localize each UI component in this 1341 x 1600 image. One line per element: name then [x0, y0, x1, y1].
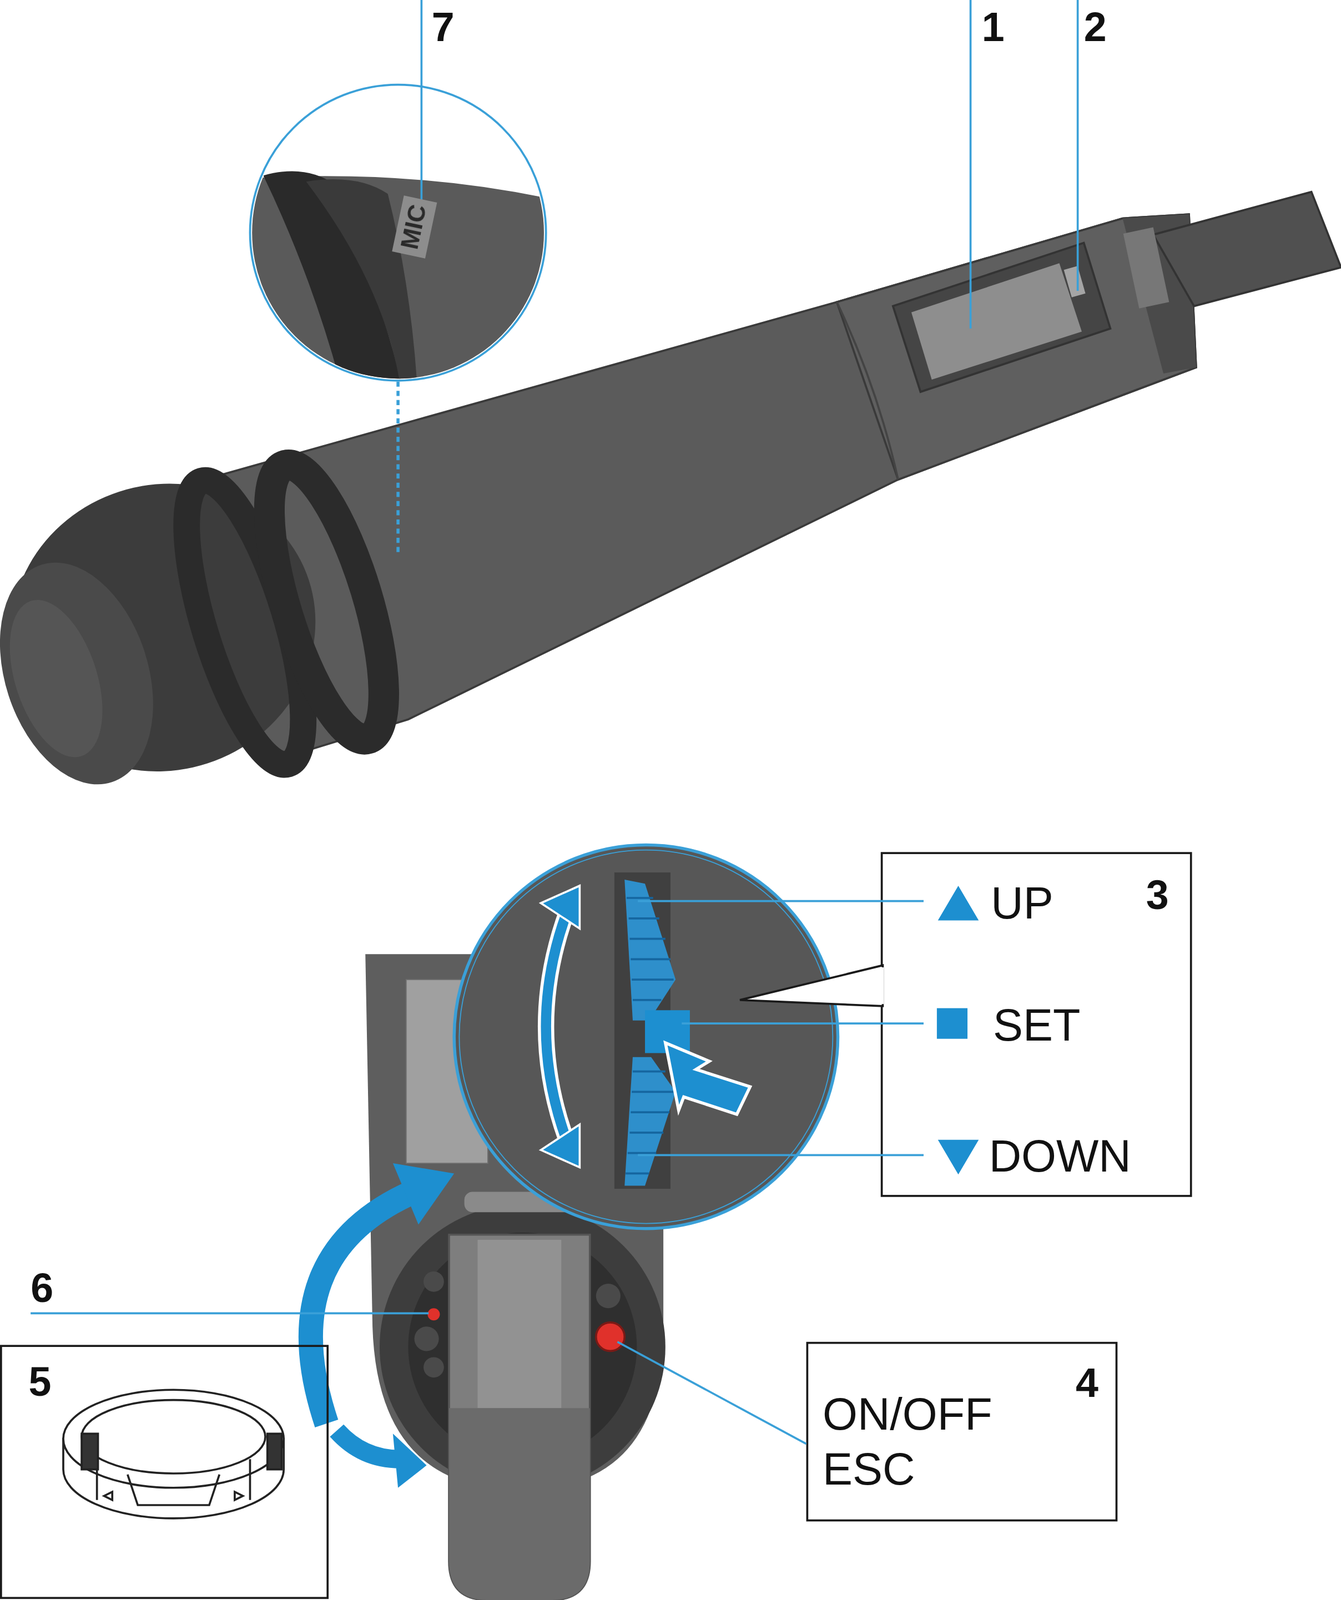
button-label: UP [990, 876, 1053, 931]
detail-inset-part-part [624, 879, 676, 1021]
leader-line-part [969, 0, 972, 329]
microphone-bottom-view-part [596, 1283, 621, 1309]
button-symbol-part [938, 1140, 980, 1176]
detail-inset-part-part-part [631, 978, 674, 981]
retaining-ring-part [97, 1459, 251, 1506]
microphone-head-part [245, 453, 408, 751]
detail-inset-part [459, 850, 833, 1224]
callout-number: 1 [981, 2, 1005, 52]
detail-inset-part [396, 381, 400, 557]
detail-inset-part [244, 170, 552, 408]
leader-line-part [637, 1154, 924, 1157]
microphone-body-part [1153, 192, 1341, 307]
microphone-head [0, 444, 408, 811]
microphone-bottom-view-part [423, 1271, 445, 1293]
button-label: DOWN [989, 1129, 1132, 1184]
rotate-arrow-part [336, 1430, 401, 1460]
detail-inset-part-part-part [630, 958, 671, 961]
detail-inset-part-part-part [625, 1172, 649, 1176]
microphone-head-part [0, 542, 180, 805]
microphone-head-part [0, 588, 121, 769]
part-callout-box: 5 [0, 1344, 329, 1600]
button-symbol-part [938, 885, 980, 921]
display-part [1064, 265, 1086, 298]
callout-number: 2 [1084, 2, 1107, 52]
detail-inset-part-part-part [629, 1131, 664, 1134]
detail-inset-part-part [540, 885, 580, 929]
rotate-arrow [310, 1163, 455, 1489]
button-label: ON/OFF ESC [822, 1387, 1058, 1497]
button-symbol [936, 885, 979, 1175]
microphone-bottom-view-part [414, 1326, 439, 1351]
detail-inset [244, 84, 552, 557]
detail-inset-part [454, 844, 838, 1229]
detail-inset-part-part [624, 1057, 676, 1187]
callout-number: 7 [431, 2, 455, 52]
detail-inset-part-part [540, 1124, 580, 1168]
retaining-ring-part [267, 1433, 282, 1470]
leader-line [30, 901, 924, 1445]
retaining-ring-part [81, 1400, 266, 1474]
detail-inset [454, 844, 838, 1229]
control-callout-box: 4ON/OFF ESC [806, 1342, 1118, 1522]
callout-number: 3 [1146, 870, 1169, 920]
leader-line-part [1076, 0, 1080, 291]
detail-inset-part [249, 84, 546, 381]
button-label: SET [992, 999, 1081, 1053]
retaining-ring-part [234, 1491, 244, 1501]
display-part [911, 263, 1082, 380]
mic-marking: MIC [391, 195, 437, 259]
microphone-bottom-view-part [423, 1357, 445, 1378]
leader-line-part [681, 1022, 924, 1025]
detail-inset-part [454, 844, 838, 1229]
microphone-bottom-view-part [477, 1239, 562, 1409]
detail-inset-part-part [546, 900, 572, 1154]
detail-inset-part-part-part [629, 938, 665, 941]
detail-inset-part [540, 872, 750, 1189]
callout-number: 4 [1075, 1358, 1099, 1408]
rotate-arrow-part [392, 1433, 427, 1488]
leader-line-part [637, 900, 924, 903]
callout-pointer-part [739, 965, 883, 1007]
leader-line [421, 0, 1078, 329]
microphone-bottom-view-part [596, 1322, 625, 1351]
detail-inset-part-part-part [626, 896, 654, 900]
detail-inset-part-part-part [632, 1070, 666, 1073]
microphone-body-part [837, 301, 899, 480]
retaining-ring-part [81, 1433, 98, 1470]
callout-pointer-part [879, 967, 884, 1005]
rotate-arrow-part [392, 1163, 455, 1225]
detail-inset-part-part [665, 1042, 751, 1115]
detail-inset-part-part-part [631, 1091, 674, 1094]
retaining-ring-part [104, 1491, 113, 1501]
detail-inset-part-part-part [627, 1152, 657, 1155]
microphone-bottom-view-part [449, 1408, 591, 1600]
retaining-ring [63, 1389, 284, 1519]
microphone-body-part [1123, 227, 1170, 309]
callout-pointer [739, 965, 883, 1007]
detail-inset-part-part [546, 900, 572, 1154]
leader-line-part [617, 1342, 806, 1445]
leader-line-part [420, 0, 423, 215]
microphone-bottom-view-part [427, 1308, 440, 1321]
rotate-arrow-part [310, 1192, 414, 1424]
callout-number: 6 [30, 1263, 54, 1313]
callout-number: 5 [28, 1357, 52, 1406]
button-symbol-part [936, 1008, 968, 1040]
leader-line-part [30, 1312, 429, 1315]
microphone-bottom-view-part [449, 1234, 591, 1600]
microphone-body-part [837, 214, 1197, 480]
detail-inset-part-part-part [630, 1111, 670, 1114]
detail-inset-part-part-part [628, 917, 660, 920]
detail-inset-part-part-part [632, 999, 662, 1002]
control-callout-box: 3 UP SET DOWN [880, 852, 1193, 1197]
